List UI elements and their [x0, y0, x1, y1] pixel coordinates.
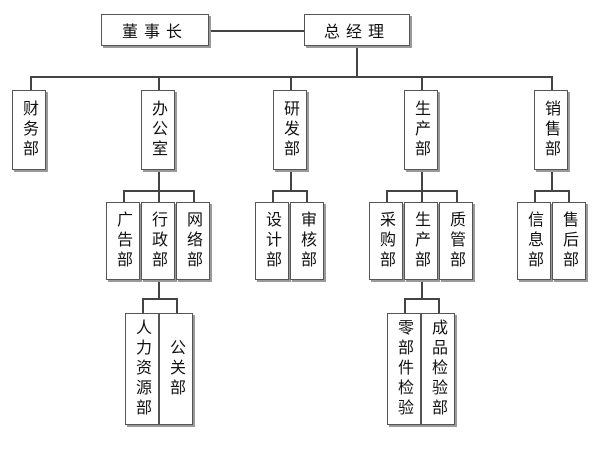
node-after-sales: 售后部 [552, 202, 586, 280]
connector-board-gm [209, 30, 304, 32]
connector-advertising [123, 190, 125, 202]
connector-rnd-bar [272, 190, 307, 192]
connector-rnd-stem [290, 170, 292, 191]
node-hr: 人力资源部 [125, 313, 159, 425]
connector-office [158, 76, 160, 90]
node-quality: 质管部 [439, 202, 473, 280]
connector-info [534, 190, 536, 202]
connector-rnd [290, 76, 292, 90]
node-network: 网络部 [176, 202, 210, 280]
node-rnd: 研发部 [273, 90, 307, 170]
connector-production-stem [421, 170, 423, 191]
connector-manufacturing-bar [404, 298, 439, 300]
node-purchasing: 采购部 [369, 202, 403, 280]
connector-product-inspection [438, 298, 440, 313]
connector-admin-bar [142, 298, 177, 300]
node-pr: 公关部 [159, 313, 193, 425]
node-info: 信息部 [517, 202, 551, 280]
node-office: 办公室 [141, 90, 175, 170]
node-board: 董事长 [101, 14, 209, 46]
connector-network [193, 190, 195, 202]
connector-parts-inspection [404, 298, 406, 313]
connector-pr [176, 298, 178, 313]
connector-sales-bar [534, 190, 569, 192]
node-parts-inspection: 零部件检验 [387, 313, 421, 425]
connector-sales-stem [551, 170, 553, 191]
node-advertising: 广告部 [106, 202, 140, 280]
node-audit: 审核部 [290, 202, 324, 280]
connector-hr [142, 298, 144, 313]
node-finance: 财务部 [12, 90, 46, 170]
node-manufacturing: 生产部 [404, 202, 438, 280]
connector-production [421, 76, 423, 90]
node-product-inspection: 成品检验部 [421, 313, 455, 425]
connector-after-sales [568, 190, 570, 202]
node-general-manager: 总经理 [304, 14, 410, 46]
node-design: 设计部 [255, 202, 289, 280]
connector-manufacturing [421, 190, 423, 202]
connector-quality [456, 190, 458, 202]
connector-sales [551, 76, 553, 90]
connector-finance [30, 76, 32, 90]
connector-audit [306, 190, 308, 202]
node-sales: 销售部 [534, 90, 568, 170]
connector-office-stem [158, 170, 160, 191]
node-administration: 行政部 [141, 202, 175, 280]
connector-administration [158, 190, 160, 202]
connector-purchasing [386, 190, 388, 202]
connector-manufacturing-stem [421, 280, 423, 299]
connector-design [272, 190, 274, 202]
node-production: 生产部 [404, 90, 438, 170]
connector-gm-stem [356, 46, 358, 77]
connector-admin-stem [158, 280, 160, 299]
